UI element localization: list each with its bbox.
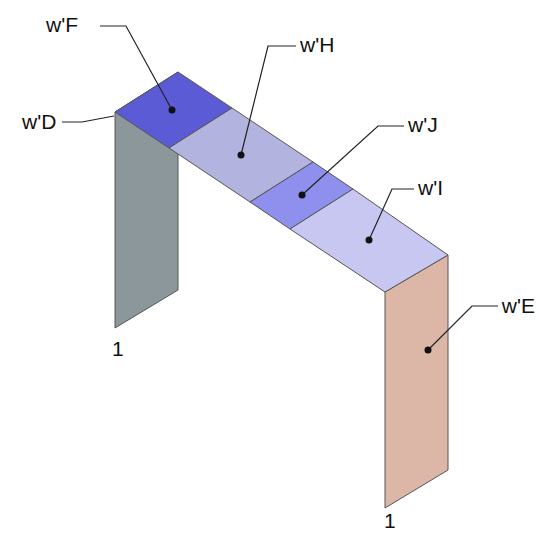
callout-number: 1 [112,338,124,359]
leader-line [62,116,114,122]
leader-line [369,189,414,240]
leader-dot [169,107,176,114]
right-leg [385,255,448,508]
zone-label: w'J [408,114,438,135]
leader-dot [238,152,245,159]
zone-label: w'F [46,14,78,35]
leader-dot [299,192,306,199]
zone-label: w'D [22,111,56,132]
leader-line [302,126,404,195]
leader-dot [366,237,373,244]
zone-label: w'E [502,295,535,316]
callout-number: 1 [384,510,396,531]
zone-label: w'I [418,177,443,198]
zone-label: w'H [300,34,334,55]
leader-line [241,46,296,155]
roof-zone-i [290,189,448,292]
leader-line [100,26,172,110]
leader-line [428,306,498,350]
leader-dot [425,347,432,354]
